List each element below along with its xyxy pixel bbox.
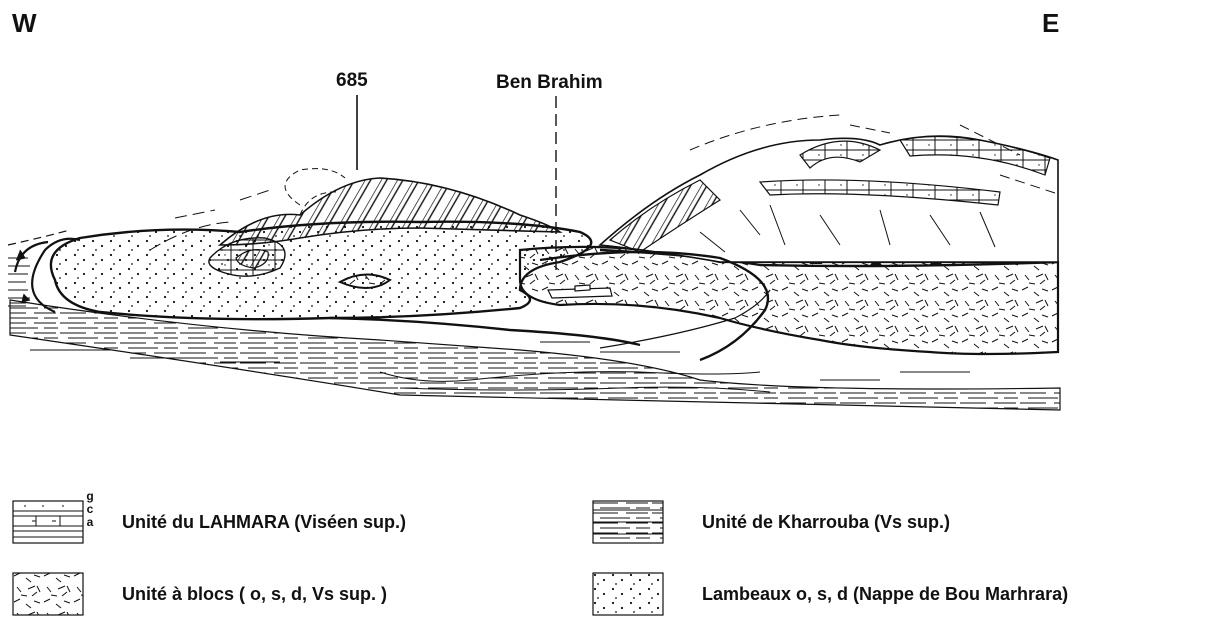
kharrouba-label: Unité de Kharrouba (Vs sup.) — [702, 512, 950, 533]
west-label: W — [12, 8, 38, 39]
sublabel-a: a — [84, 516, 96, 529]
lahmara-label: Unité du LAHMARA (Viséen sup.) — [122, 512, 406, 533]
lahmara-swatch — [12, 500, 84, 544]
lambeaux-swatch — [592, 572, 664, 616]
blocs-label: Unité à blocs ( o, s, d, Vs sup. ) — [122, 584, 387, 605]
lambeaux-nappe — [51, 222, 591, 319]
lahmara-sublabels: g c a — [84, 490, 96, 529]
kharrouba-swatch — [592, 500, 664, 544]
blocs-swatch — [12, 572, 84, 616]
legend-item-kharrouba: Unité de Kharrouba (Vs sup.) — [592, 500, 950, 544]
lambeaux-label: Lambeaux o, s, d (Nappe de Bou Marhrara) — [702, 584, 1068, 605]
east-mountain — [600, 115, 1058, 262]
east-label: E — [1042, 8, 1060, 39]
peak-685-label: 685 — [336, 70, 368, 92]
legend-item-lahmara: g c a Unité du LAHMARA (Viséen sup.) — [12, 500, 406, 544]
cross-section-drawing — [0, 0, 1215, 470]
legend-item-lambeaux: Lambeaux o, s, d (Nappe de Bou Marhrara) — [592, 572, 1068, 616]
ben-brahim-label: Ben Brahim — [496, 72, 603, 94]
legend-item-blocs: Unité à blocs ( o, s, d, Vs sup. ) — [12, 572, 387, 616]
